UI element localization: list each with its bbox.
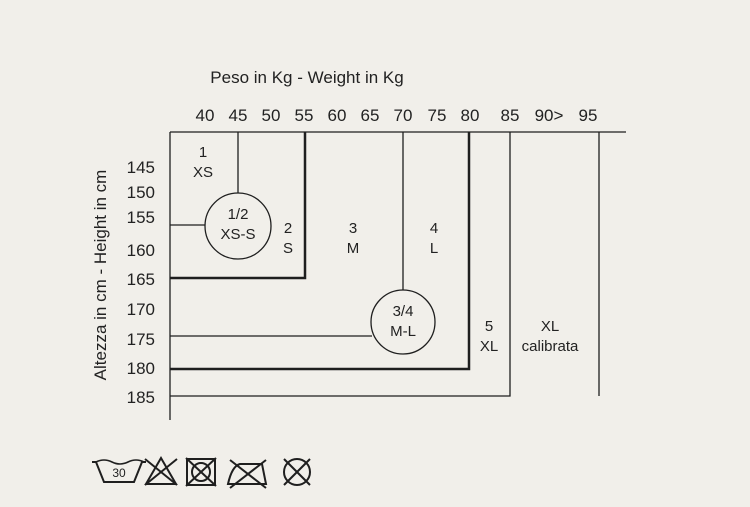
x-tick-label: 80 (461, 106, 480, 125)
x-tick-label: 95 (579, 106, 598, 125)
x-tick-label: 45 (229, 106, 248, 125)
y-tick-label: 150 (127, 183, 155, 202)
zone-2-size: S (283, 240, 293, 257)
zone-1-2-circle (204, 192, 272, 260)
y-tick-label: 160 (127, 241, 155, 260)
zone-3-4-circle (370, 289, 436, 355)
zone-2-boundary (170, 132, 307, 280)
y-tick-label: 185 (127, 388, 155, 407)
zone-5-number: 5 (485, 318, 493, 335)
zone-3-size: M (347, 240, 360, 257)
no-bleach-icon (144, 455, 178, 486)
zone-1-2-size: XS-S (220, 226, 255, 243)
zone-4-number: 4 (430, 220, 438, 237)
zone-3-4-size: M-L (390, 323, 416, 340)
zone-3-4-number: 3/4 (393, 303, 414, 320)
x-tick-label: 65 (361, 106, 380, 125)
x-tick-label: 85 (501, 106, 520, 125)
wash-30-icon: 30 (92, 459, 146, 483)
y-tick-label: 165 (127, 270, 155, 289)
x-tick-label: 50 (262, 106, 281, 125)
zone-1-number: 1 (199, 144, 207, 161)
zone-3-number: 3 (349, 220, 357, 237)
x-tick-label: 70 (394, 106, 413, 125)
y-tick-label: 180 (127, 359, 155, 378)
x-tick-label: 60 (328, 106, 347, 125)
wash-temperature: 30 (112, 466, 126, 480)
x-tick-label: 55 (295, 106, 314, 125)
x-tick-label: 75 (428, 106, 447, 125)
zone-1-size: XS (193, 164, 213, 181)
no-tumble-dry-icon (185, 457, 217, 487)
zone-4-boundary (170, 132, 471, 371)
zone-1-2-number: 1/2 (228, 206, 249, 223)
no-iron-icon (226, 459, 268, 489)
zone-xl-number: XL (541, 318, 559, 335)
y-tick-label: 170 (127, 300, 155, 319)
y-tick-label: 155 (127, 208, 155, 227)
y-tick-label: 175 (127, 330, 155, 349)
zone-5-boundary (170, 132, 511, 397)
x-tick-label: 90> (535, 106, 564, 125)
no-dry-clean-icon (283, 458, 311, 486)
x-tick-label: 40 (196, 106, 215, 125)
zone-5-size: XL (480, 338, 498, 355)
y-axis-title: Altezza in cm - Height in cm (91, 170, 110, 381)
y-tick-label: 145 (127, 158, 155, 177)
zone-4-size: L (430, 240, 438, 257)
zone-2-number: 2 (284, 220, 292, 237)
care-symbols: 30 (92, 455, 311, 489)
zone-xl-size: calibrata (522, 338, 579, 355)
x-axis-title: Peso in Kg - Weight in Kg (210, 68, 403, 87)
